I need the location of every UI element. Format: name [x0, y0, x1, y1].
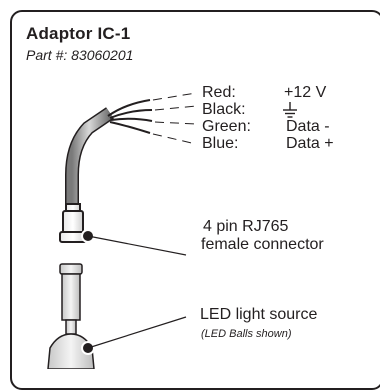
connector-label-line1: 4 pin RJ765	[203, 218, 289, 235]
ground-icon	[283, 102, 297, 118]
wire-black-label: Black:	[202, 101, 246, 118]
part-number: Part #: 83060201	[26, 47, 134, 63]
wire-blue-label: Blue:	[202, 135, 239, 152]
rj765-connector	[59, 203, 87, 243]
wire-strands	[107, 99, 153, 134]
wire-black	[109, 109, 153, 119]
wire-blue	[109, 121, 151, 134]
wire-green-signal: Data -	[286, 118, 330, 135]
cable	[65, 107, 114, 208]
adaptor-illustration	[47, 92, 297, 369]
wire-red-label: Red:	[202, 84, 236, 101]
wire-green-label: Green:	[202, 118, 251, 135]
light-source-note: (LED Balls shown)	[201, 328, 292, 340]
wire-green	[110, 117, 153, 122]
light-source-label: LED light source	[200, 306, 318, 323]
wire-red-signal: +12 V	[284, 84, 327, 101]
adaptor-title: Adaptor IC-1	[26, 24, 131, 43]
light-source-leader	[81, 316, 187, 355]
wire-red	[107, 99, 151, 117]
wire-leaders	[152, 92, 197, 145]
wire-blue-signal: Data +	[286, 135, 334, 152]
connector-leader	[81, 229, 187, 256]
connector-label-line2: female connector	[201, 236, 324, 253]
